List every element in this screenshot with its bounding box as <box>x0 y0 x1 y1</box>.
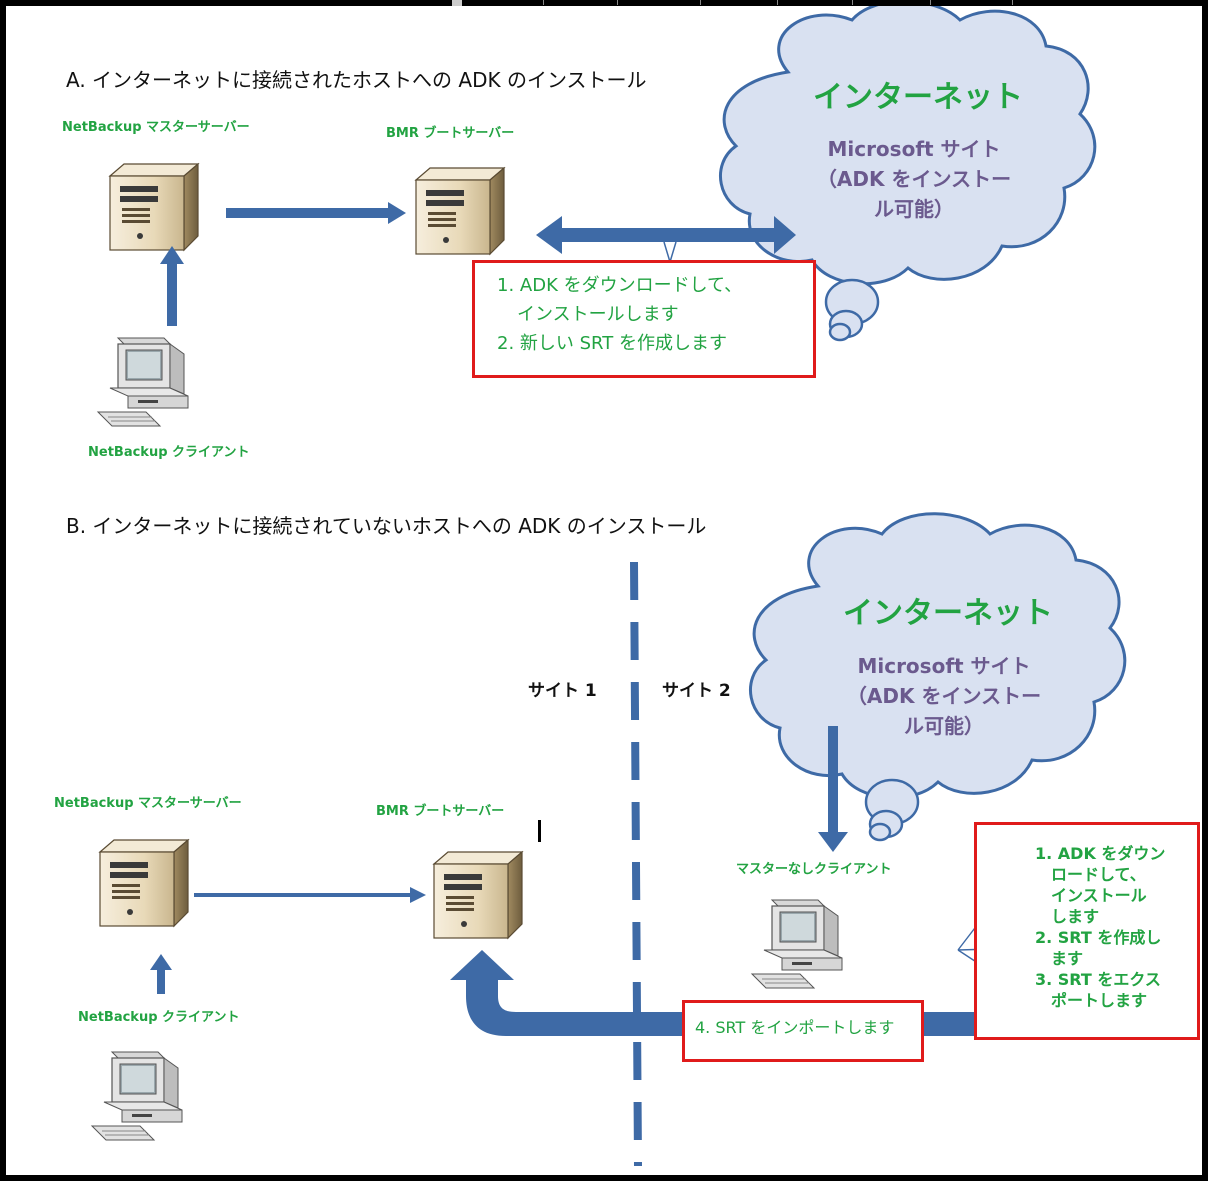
section-a-title: A. インターネットに接続されたホストへの ADK のインストール <box>66 68 647 92</box>
step-b-1-cont-1: ロードして、 <box>1051 865 1146 884</box>
boot-server-b-icon <box>433 851 523 939</box>
site1-label: サイト 1 <box>528 681 597 701</box>
step-a-2: 2. 新しい SRT を作成します <box>497 333 727 354</box>
cloud-b <box>749 512 1127 842</box>
cloud-b-title: インターネット <box>843 596 1053 631</box>
arrow-master-to-boot-b <box>194 887 426 903</box>
step-b-1-cont-2: インストール <box>1051 886 1147 905</box>
master-server-b-icon <box>99 839 189 927</box>
cloud-a-body: Microsoft サイト（ADK をインストール可能） <box>816 137 1012 221</box>
cloud-a-title: インターネット <box>813 80 1023 115</box>
double-arrow-boot-internet-a <box>536 216 796 254</box>
client-a-label: NetBackup クライアント <box>88 445 250 460</box>
top-ruler-bar <box>0 0 1208 6</box>
masterless-client-icon <box>751 899 843 989</box>
step-b-2-cont: ます <box>1051 949 1084 968</box>
site-divider-line <box>630 561 642 1167</box>
step-b-3-cont: ポートします <box>1051 991 1148 1010</box>
diagram-graphics <box>91 6 1127 1167</box>
arrow-client-to-master-a <box>160 246 184 326</box>
arrow-to-steps-a <box>663 241 677 265</box>
client-a-icon <box>97 337 189 427</box>
arrow-internet-to-masterless <box>818 726 848 852</box>
import-srt-box: 4. SRT をインポートします <box>682 1000 924 1062</box>
text-cursor <box>538 820 541 842</box>
step-b-2: 2. SRT を作成し <box>1035 928 1162 947</box>
site2-label: サイト 2 <box>662 681 731 701</box>
steps-box-b: 1. ADK をダウン ロードして、 インストール します 2. SRT を作成… <box>974 822 1200 1040</box>
boot-server-a-icon <box>415 167 505 255</box>
steps-box-a: 1. ADK をダウンロードして、 インストールします 2. 新しい SRT を… <box>472 260 816 378</box>
cloud-a <box>719 6 1097 342</box>
step-b-3: 3. SRT をエクス <box>1035 970 1161 989</box>
step-a-1-cont: インストールします <box>517 304 679 325</box>
master-server-b-label: NetBackup マスターサーバー <box>54 796 242 811</box>
diagram-canvas: A. インターネットに接続されたホストへの ADK のインストール NetBac… <box>6 6 1202 1175</box>
master-server-a-icon <box>109 163 199 251</box>
step-b-1-cont-3: します <box>1051 907 1100 926</box>
cloud-b-body: Microsoft サイト（ADK をインストール可能） <box>846 654 1042 738</box>
section-b-title: B. インターネットに接続されていないホストへの ADK のインストール <box>66 514 707 538</box>
import-srt-label: 4. SRT をインポートします <box>695 1018 895 1037</box>
arrow-client-to-master-b <box>150 954 172 994</box>
arrow-master-to-boot-a <box>226 202 406 224</box>
step-a-1: 1. ADK をダウンロードして、 <box>497 275 743 296</box>
section-a-graphics <box>97 6 1097 427</box>
masterless-client-label: マスターなしクライアント <box>736 862 892 877</box>
client-b-icon <box>91 1051 183 1141</box>
boot-server-b-label: BMR ブートサーバー <box>376 804 505 819</box>
step-b-1: 1. ADK をダウン <box>1035 844 1166 863</box>
master-server-a-label: NetBackup マスターサーバー <box>62 120 250 135</box>
client-b-label: NetBackup クライアント <box>78 1010 240 1025</box>
boot-server-a-label: BMR ブートサーバー <box>386 126 515 141</box>
